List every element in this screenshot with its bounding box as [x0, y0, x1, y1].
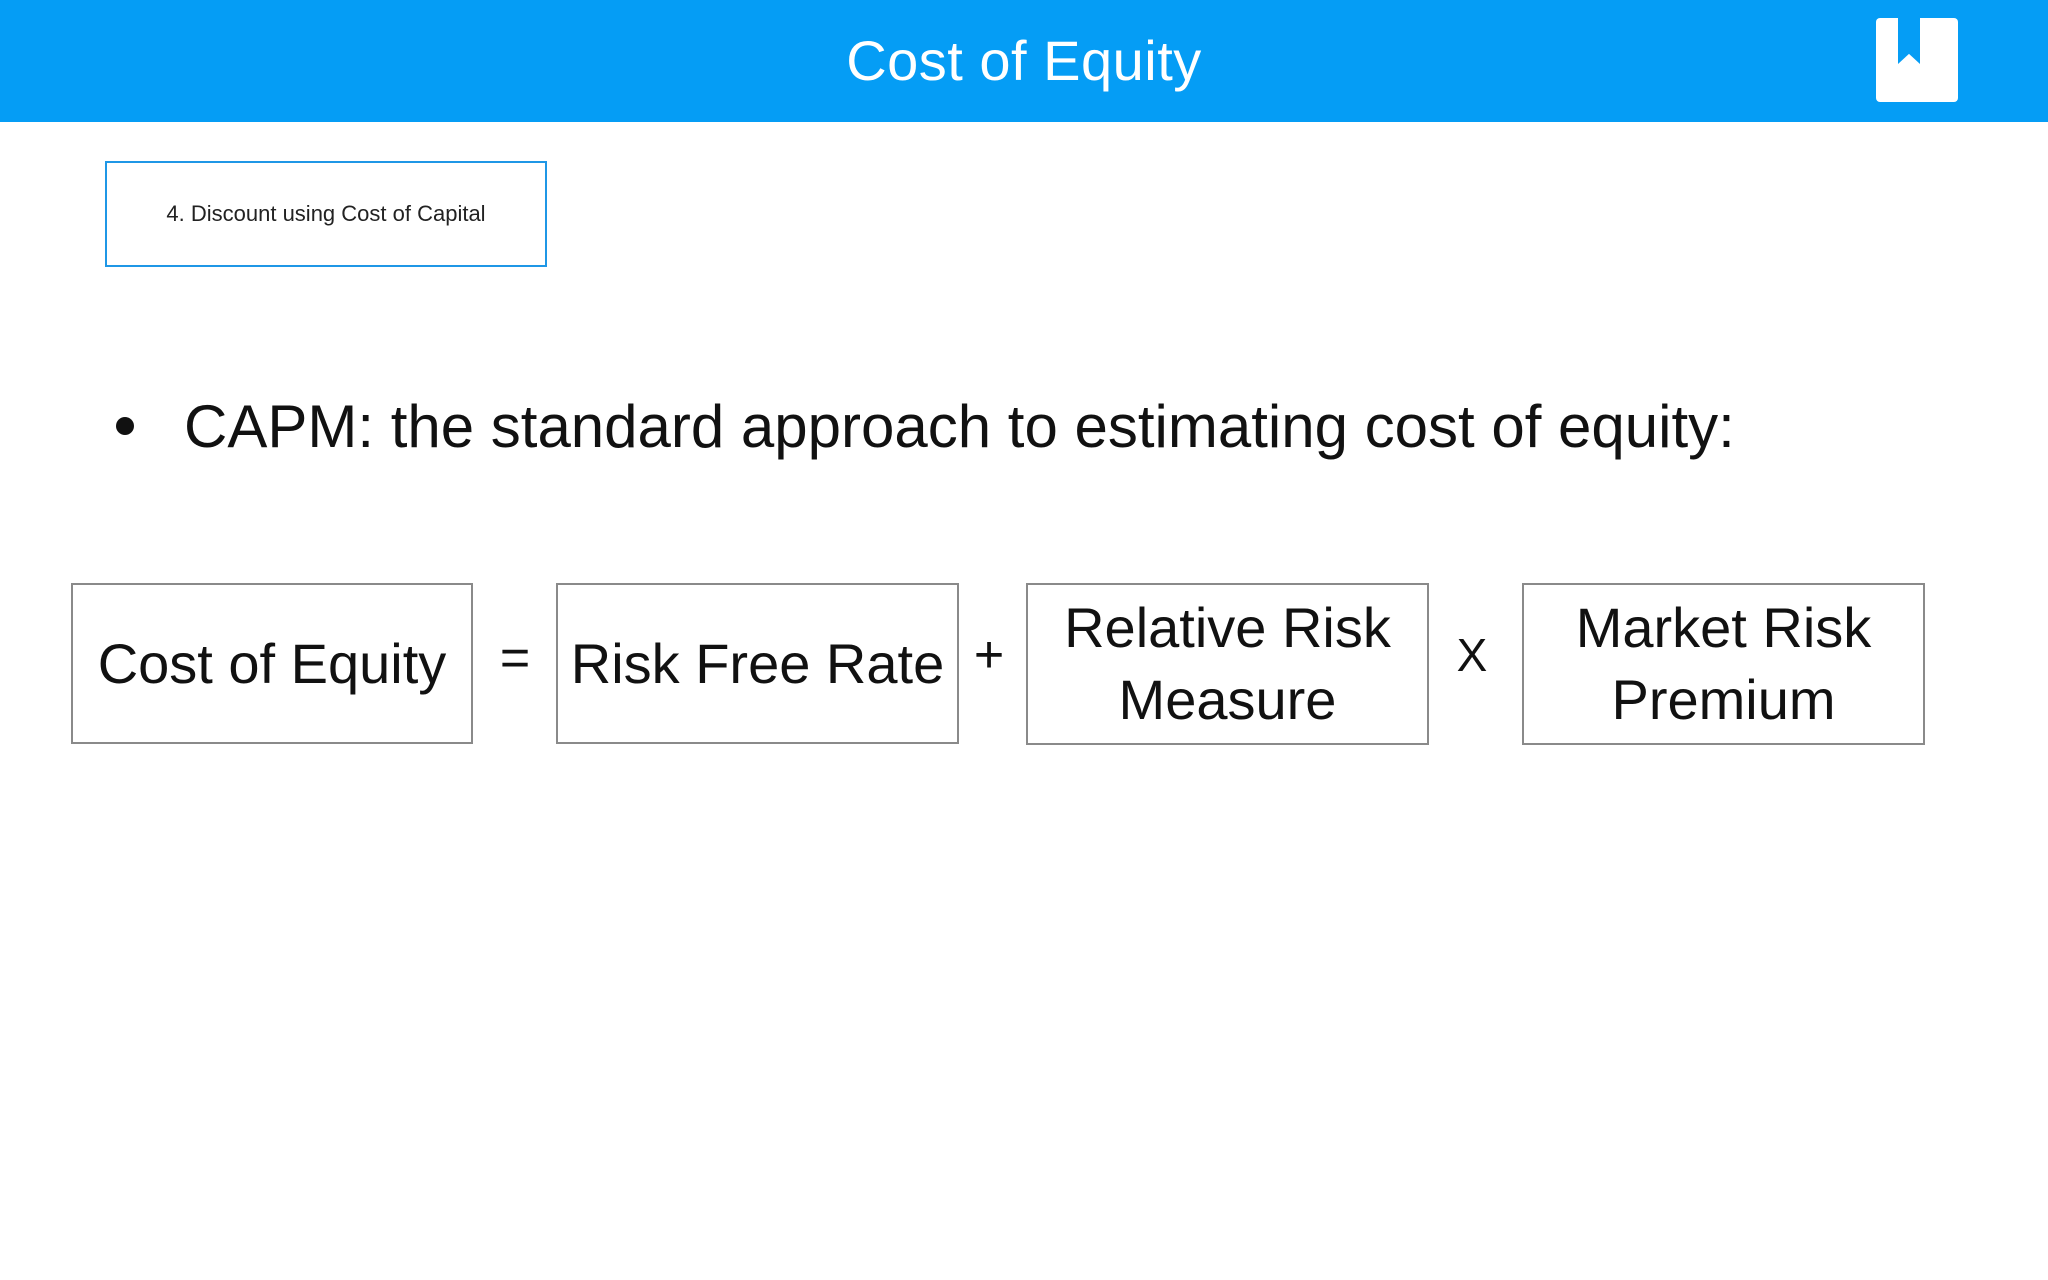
bullet-dot-icon: [116, 417, 134, 435]
equals-sign: =: [499, 629, 531, 687]
relative-risk-box: Relative Risk Measure: [1026, 583, 1429, 745]
bookmark-notch: [1898, 18, 1920, 64]
header-bar: [0, 0, 2048, 122]
risk-free-rate-label: Risk Free Rate: [570, 631, 945, 695]
section-label-box: 4. Discount using Cost of Capital: [105, 161, 547, 267]
bullet-item: CAPM: the standard approach to estimatin…: [110, 386, 1735, 466]
bookmark-icon[interactable]: [1876, 18, 1958, 102]
relative-risk-text: Relative Risk Measure: [1064, 592, 1391, 735]
plus-sign: +: [973, 626, 1005, 684]
market-risk-text: Market Risk Premium: [1576, 592, 1872, 735]
relative-risk-line2: Measure: [1118, 668, 1337, 731]
section-label: 4. Discount using Cost of Capital: [166, 201, 486, 226]
times-sign: X: [1456, 629, 1488, 681]
slide-title: Cost of Equity: [846, 29, 1202, 92]
bullet-text: CAPM: the standard approach to estimatin…: [184, 392, 1735, 460]
market-risk-line2: Premium: [1611, 668, 1836, 731]
market-risk-box: Market Risk Premium: [1522, 583, 1925, 745]
cost-of-equity-label: Cost of Equity: [97, 631, 447, 695]
cost-of-equity-box: Cost of Equity: [71, 583, 473, 744]
relative-risk-line1: Relative Risk: [1064, 596, 1391, 660]
risk-free-rate-box: Risk Free Rate: [556, 583, 959, 744]
market-risk-line1: Market Risk: [1575, 596, 1872, 660]
